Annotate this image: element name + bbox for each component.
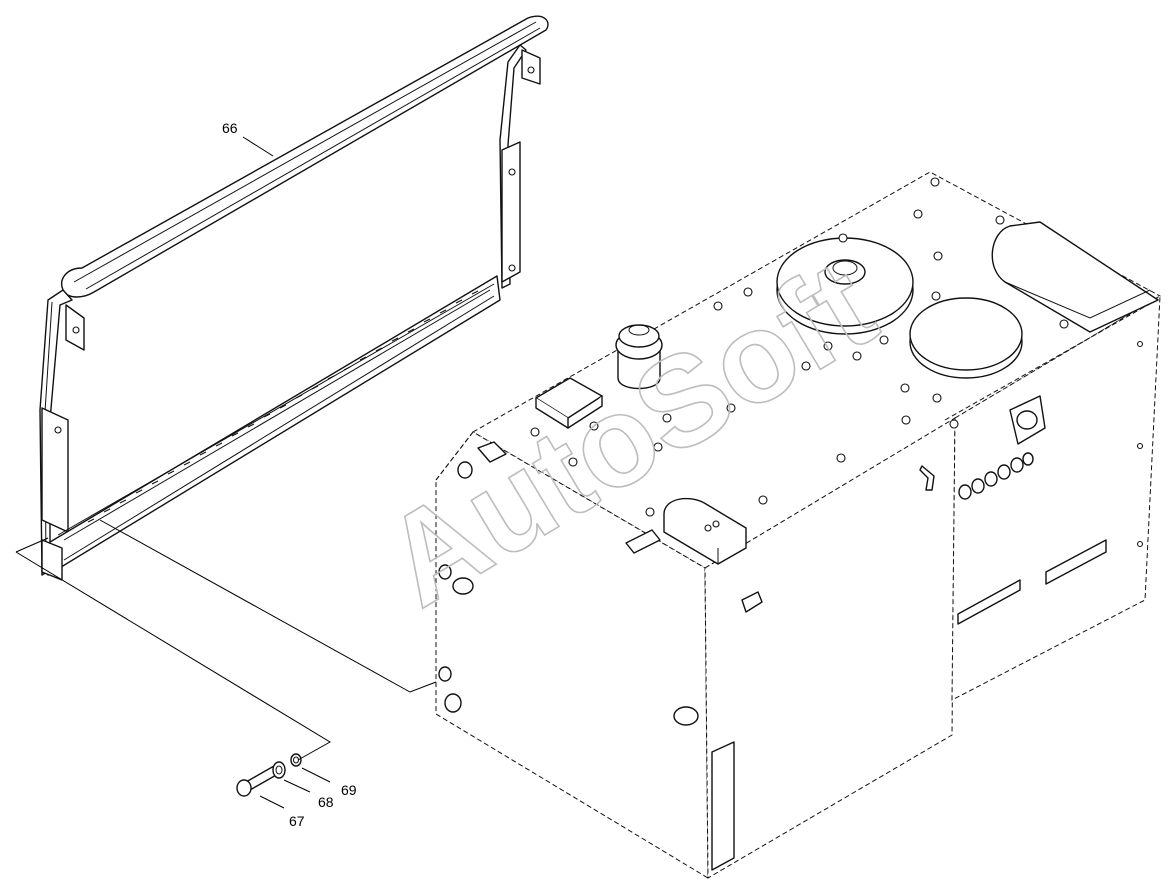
filter-cover-large [776, 237, 914, 335]
bolt-studs [530, 177, 1144, 548]
bolt-67 [236, 765, 279, 797]
filter-cover-small [909, 297, 1023, 379]
cover-panel-66 [39, 15, 549, 581]
filler-cap [615, 324, 663, 390]
top-box [991, 221, 1159, 333]
tank-body [435, 171, 1162, 879]
callout-69: 69 [341, 782, 357, 798]
callout-68: 68 [318, 794, 334, 810]
leader-lines [15, 136, 437, 809]
lock-ring-69 [290, 753, 302, 767]
front-block [663, 497, 747, 565]
fittings-row [958, 452, 1034, 500]
sensor-plate [535, 377, 603, 429]
washer-68 [272, 761, 286, 779]
callout-66: 66 [222, 120, 238, 136]
callout-67: 67 [289, 813, 305, 829]
side-flange [1009, 395, 1046, 445]
